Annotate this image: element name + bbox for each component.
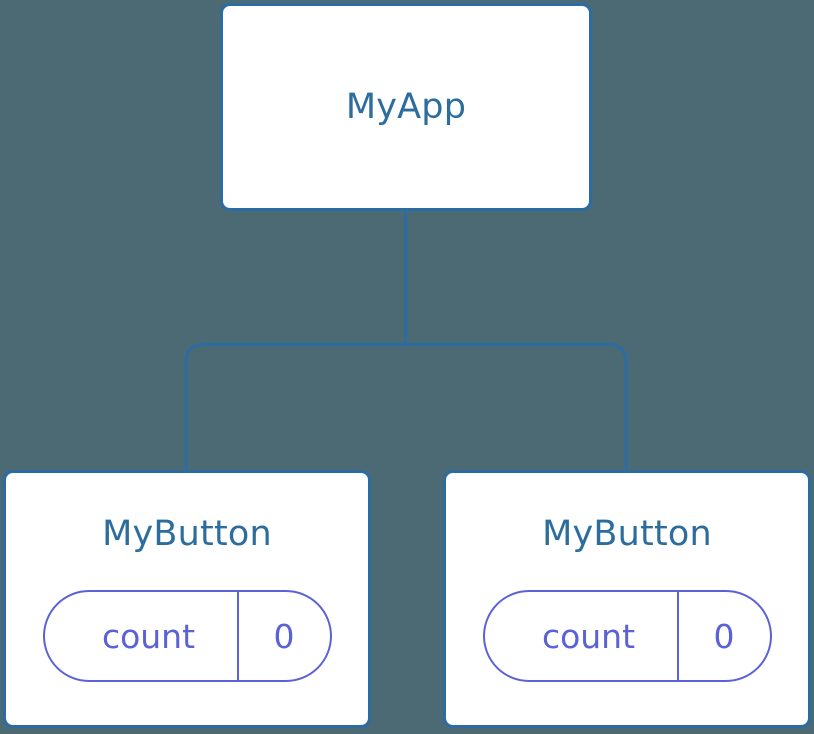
node-myapp-title: MyApp bbox=[345, 86, 467, 127]
edge-to-child-right bbox=[405, 343, 628, 470]
state-pill-2-value: 0 bbox=[676, 592, 770, 680]
state-pill-wrapper-2: count 0 bbox=[446, 590, 808, 682]
node-myapp[interactable]: MyApp bbox=[220, 3, 592, 211]
state-pill-2-key: count bbox=[541, 616, 636, 656]
state-pill-1[interactable]: count 0 bbox=[42, 590, 332, 682]
node-mybutton-2[interactable]: MyButton count 0 bbox=[443, 470, 811, 728]
node-mybutton-1-title: MyButton bbox=[102, 514, 272, 554]
state-pill-2[interactable]: count 0 bbox=[482, 590, 772, 682]
state-pill-wrapper-1: count 0 bbox=[6, 590, 368, 682]
state-pill-1-value: 0 bbox=[236, 592, 330, 680]
node-mybutton-2-title: MyButton bbox=[542, 514, 712, 554]
node-mybutton-1[interactable]: MyButton count 0 bbox=[3, 470, 371, 728]
edge-to-child-left bbox=[184, 343, 406, 470]
state-pill-1-key: count bbox=[101, 616, 196, 656]
